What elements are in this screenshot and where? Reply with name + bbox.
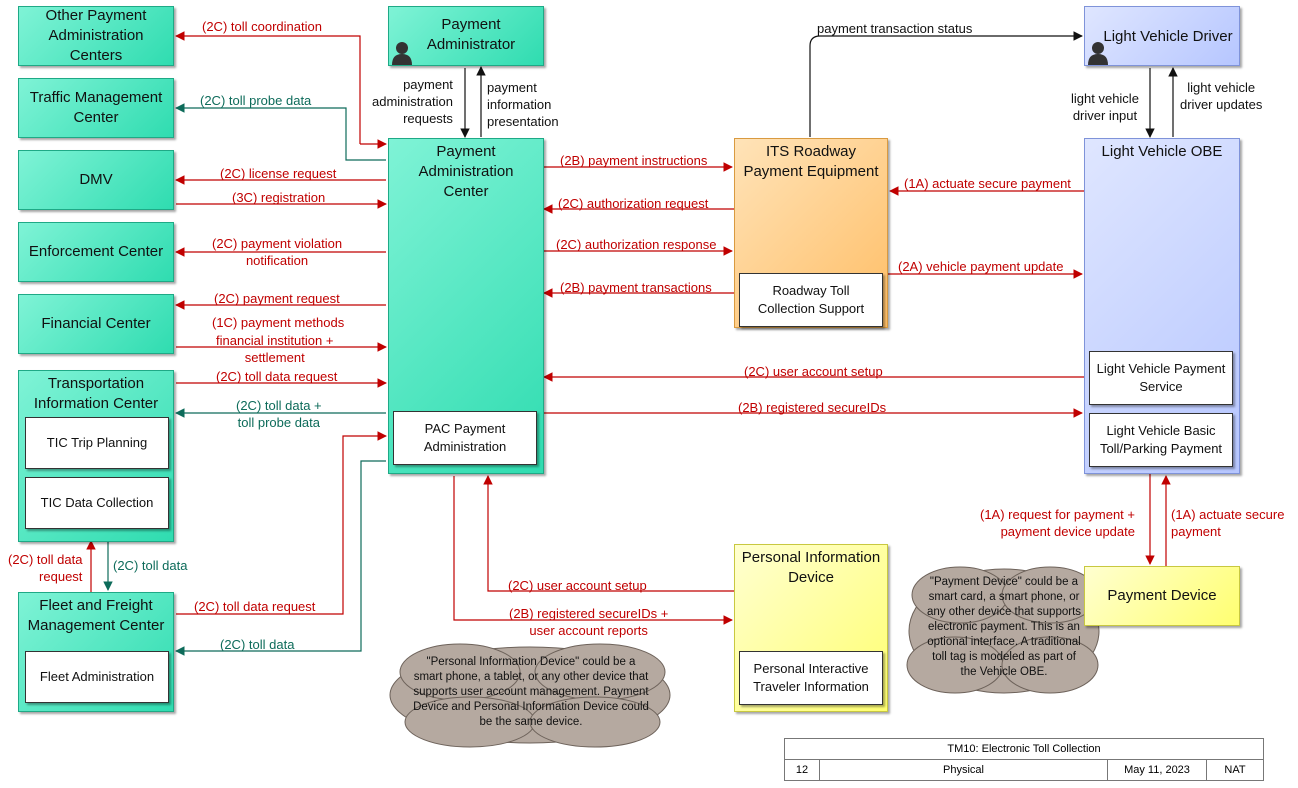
subnode-light-vehicle-payment-service[interactable]: Light Vehicle Payment Service	[1089, 351, 1233, 405]
node-label: Personal Information Device	[741, 549, 881, 586]
subnode-fleet-administration[interactable]: Fleet Administration	[25, 651, 169, 703]
label-user-account-setup-pid: (2C) user account setup	[508, 578, 647, 593]
node-financial-center[interactable]: Financial Center	[18, 294, 174, 354]
label-actuate-secure-payment-dev: (1A) actuate secure payment	[1171, 507, 1285, 539]
note-personal-information-device: "Personal Information Device" could be a…	[413, 656, 649, 728]
label-driver-updates: light vehicle driver updates	[1180, 80, 1263, 112]
flow-toll-probe	[175, 103, 386, 161]
device-note-cloud	[906, 566, 1100, 694]
label-toll-data-request-tic: (2C) toll data request	[216, 369, 338, 384]
node-dmv[interactable]: DMV	[18, 150, 174, 210]
node-payment-administration-center[interactable]: Payment Administration Center PAC Paymen…	[388, 138, 544, 474]
subnode-label: Personal Interactive Traveler Informatio…	[753, 661, 869, 694]
node-label: Light Vehicle Driver	[1103, 28, 1233, 45]
node-label: Other Payment Administration Centers	[45, 7, 147, 64]
node-light-vehicle-obe[interactable]: Light Vehicle OBE Light Vehicle Payment …	[1084, 138, 1240, 474]
label-tic-toll-data: (2C) toll data	[113, 558, 188, 573]
label-user-account-setup-obe: (2C) user account setup	[744, 364, 883, 379]
subnode-label: TIC Data Collection	[40, 495, 154, 510]
flow-registered-secureids-pid	[453, 476, 733, 625]
label-toll-probe-data: (2C) toll probe data	[200, 93, 312, 108]
node-payment-administrator[interactable]: Payment Administrator	[388, 6, 544, 66]
node-personal-information-device[interactable]: Personal Information Device Personal Int…	[734, 544, 888, 712]
title-block: TM10: Electronic Toll Collection 12 Phys…	[784, 738, 1264, 781]
node-label: Payment Administration Center	[418, 143, 514, 200]
subnode-label: Light Vehicle Basic Toll/Parking Payment	[1099, 423, 1223, 456]
node-enforcement-center[interactable]: Enforcement Center	[18, 222, 174, 282]
label-registered-secureids-obe: (2B) registered secureIDs	[738, 400, 887, 415]
label-registered-secureids-pid: (2B) registered secureIDs + user account…	[509, 606, 669, 638]
node-label: Enforcement Center	[28, 243, 164, 260]
flow-payment-status	[809, 31, 1083, 137]
subnode-personal-interactive-traveler-info[interactable]: Personal Interactive Traveler Informatio…	[739, 651, 883, 705]
node-label: Light Vehicle OBE	[1101, 143, 1223, 160]
node-label: Transportation Information Center	[33, 375, 159, 412]
subnode-label: TIC Trip Planning	[46, 435, 148, 450]
label-authorization-request: (2C) authorization request	[558, 196, 709, 211]
label-payment-instructions: (2B) payment instructions	[560, 153, 708, 168]
label-pa-info: payment information presentation	[487, 80, 559, 129]
label-authorization-response: (2C) authorization response	[556, 237, 717, 252]
label-license-request: (2C) license request	[220, 166, 337, 181]
node-fleet-freight-management-center[interactable]: Fleet and Freight Management Center Flee…	[18, 592, 174, 712]
flow-toll-coordination	[175, 31, 361, 144]
label-fleet-toll-data: (2C) toll data	[220, 637, 295, 652]
node-its-roadway-payment-equipment[interactable]: ITS Roadway Payment Equipment Roadway To…	[734, 138, 888, 328]
label-payment-transactions: (2B) payment transactions	[560, 280, 712, 295]
label-payment-methods: (1C) payment methods	[212, 315, 345, 330]
label-payment-violation: (2C) payment violation notification	[212, 236, 343, 268]
subnode-tic-trip-planning[interactable]: TIC Trip Planning	[25, 417, 169, 469]
subnode-label: Light Vehicle Payment Service	[1096, 361, 1226, 394]
label-fin-settlement: financial institution + settlement	[216, 333, 334, 365]
node-label: Fleet and Freight Management Center	[27, 597, 165, 634]
node-label: ITS Roadway Payment Equipment	[743, 143, 879, 180]
subnode-tic-data-collection[interactable]: TIC Data Collection	[25, 477, 169, 529]
label-vehicle-payment-update: (2A) vehicle payment update	[898, 259, 1064, 274]
title-block-page: 12	[784, 759, 820, 781]
node-label: Payment Device	[1107, 587, 1217, 604]
node-label: DMV	[79, 171, 113, 188]
node-transportation-information-center[interactable]: Transportation Information Center TIC Tr…	[18, 370, 174, 542]
subnode-light-vehicle-basic-toll-parking[interactable]: Light Vehicle Basic Toll/Parking Payment	[1089, 413, 1233, 467]
subnode-pac-payment-administration[interactable]: PAC Payment Administration	[393, 411, 537, 465]
node-label: Financial Center	[41, 315, 151, 332]
node-other-payment-centers[interactable]: Other Payment Administration Centers	[18, 6, 174, 66]
node-payment-device[interactable]: Payment Device	[1084, 566, 1240, 626]
label-registration: (3C) registration	[232, 190, 326, 205]
label-payment-request: (2C) payment request	[214, 291, 340, 306]
flow-fleet-toll-data-request	[176, 431, 387, 615]
label-payment-transaction-status: payment transaction status	[817, 21, 973, 36]
note-payment-device: "Payment Device" could be a smart card, …	[926, 576, 1082, 678]
label-fleet-toll-data-request: (2C) toll data request	[194, 599, 316, 614]
title-block-title: TM10: Electronic Toll Collection	[784, 738, 1264, 760]
person-icon	[1088, 42, 1108, 65]
flow-fleet-toll-data	[175, 460, 386, 656]
subnode-label: Fleet Administration	[39, 669, 155, 684]
flow-user-account-setup-pid	[483, 475, 736, 592]
label-tic-toll-data-request: (2C) toll data request	[8, 552, 83, 584]
label-toll-coordination: (2C) toll coordination	[202, 19, 322, 34]
label-driver-input: light vehicle driver input	[1071, 91, 1139, 123]
node-label: Traffic Management Center	[29, 89, 163, 126]
node-traffic-management-center[interactable]: Traffic Management Center	[18, 78, 174, 138]
subnode-label: Roadway Toll Collection Support	[757, 283, 865, 316]
title-block-date: May 11, 2023	[1107, 759, 1207, 781]
label-actuate-secure-payment: (1A) actuate secure payment	[904, 176, 1071, 191]
label-request-for-payment: (1A) request for payment + payment devic…	[980, 507, 1135, 539]
label-pa-requests: payment administration requests	[372, 77, 453, 126]
title-block-view: Physical	[819, 759, 1108, 781]
label-toll-data-probe-tic: (2C) toll data + toll probe data	[236, 398, 322, 430]
subnode-roadway-toll-collection-support[interactable]: Roadway Toll Collection Support	[739, 273, 883, 327]
node-light-vehicle-driver[interactable]: Light Vehicle Driver	[1084, 6, 1240, 66]
person-icon	[392, 42, 412, 65]
node-label: Payment Administrator	[426, 16, 516, 53]
pid-note-cloud	[389, 643, 671, 748]
subnode-label: PAC Payment Administration	[423, 421, 507, 454]
title-block-org: NAT	[1206, 759, 1264, 781]
